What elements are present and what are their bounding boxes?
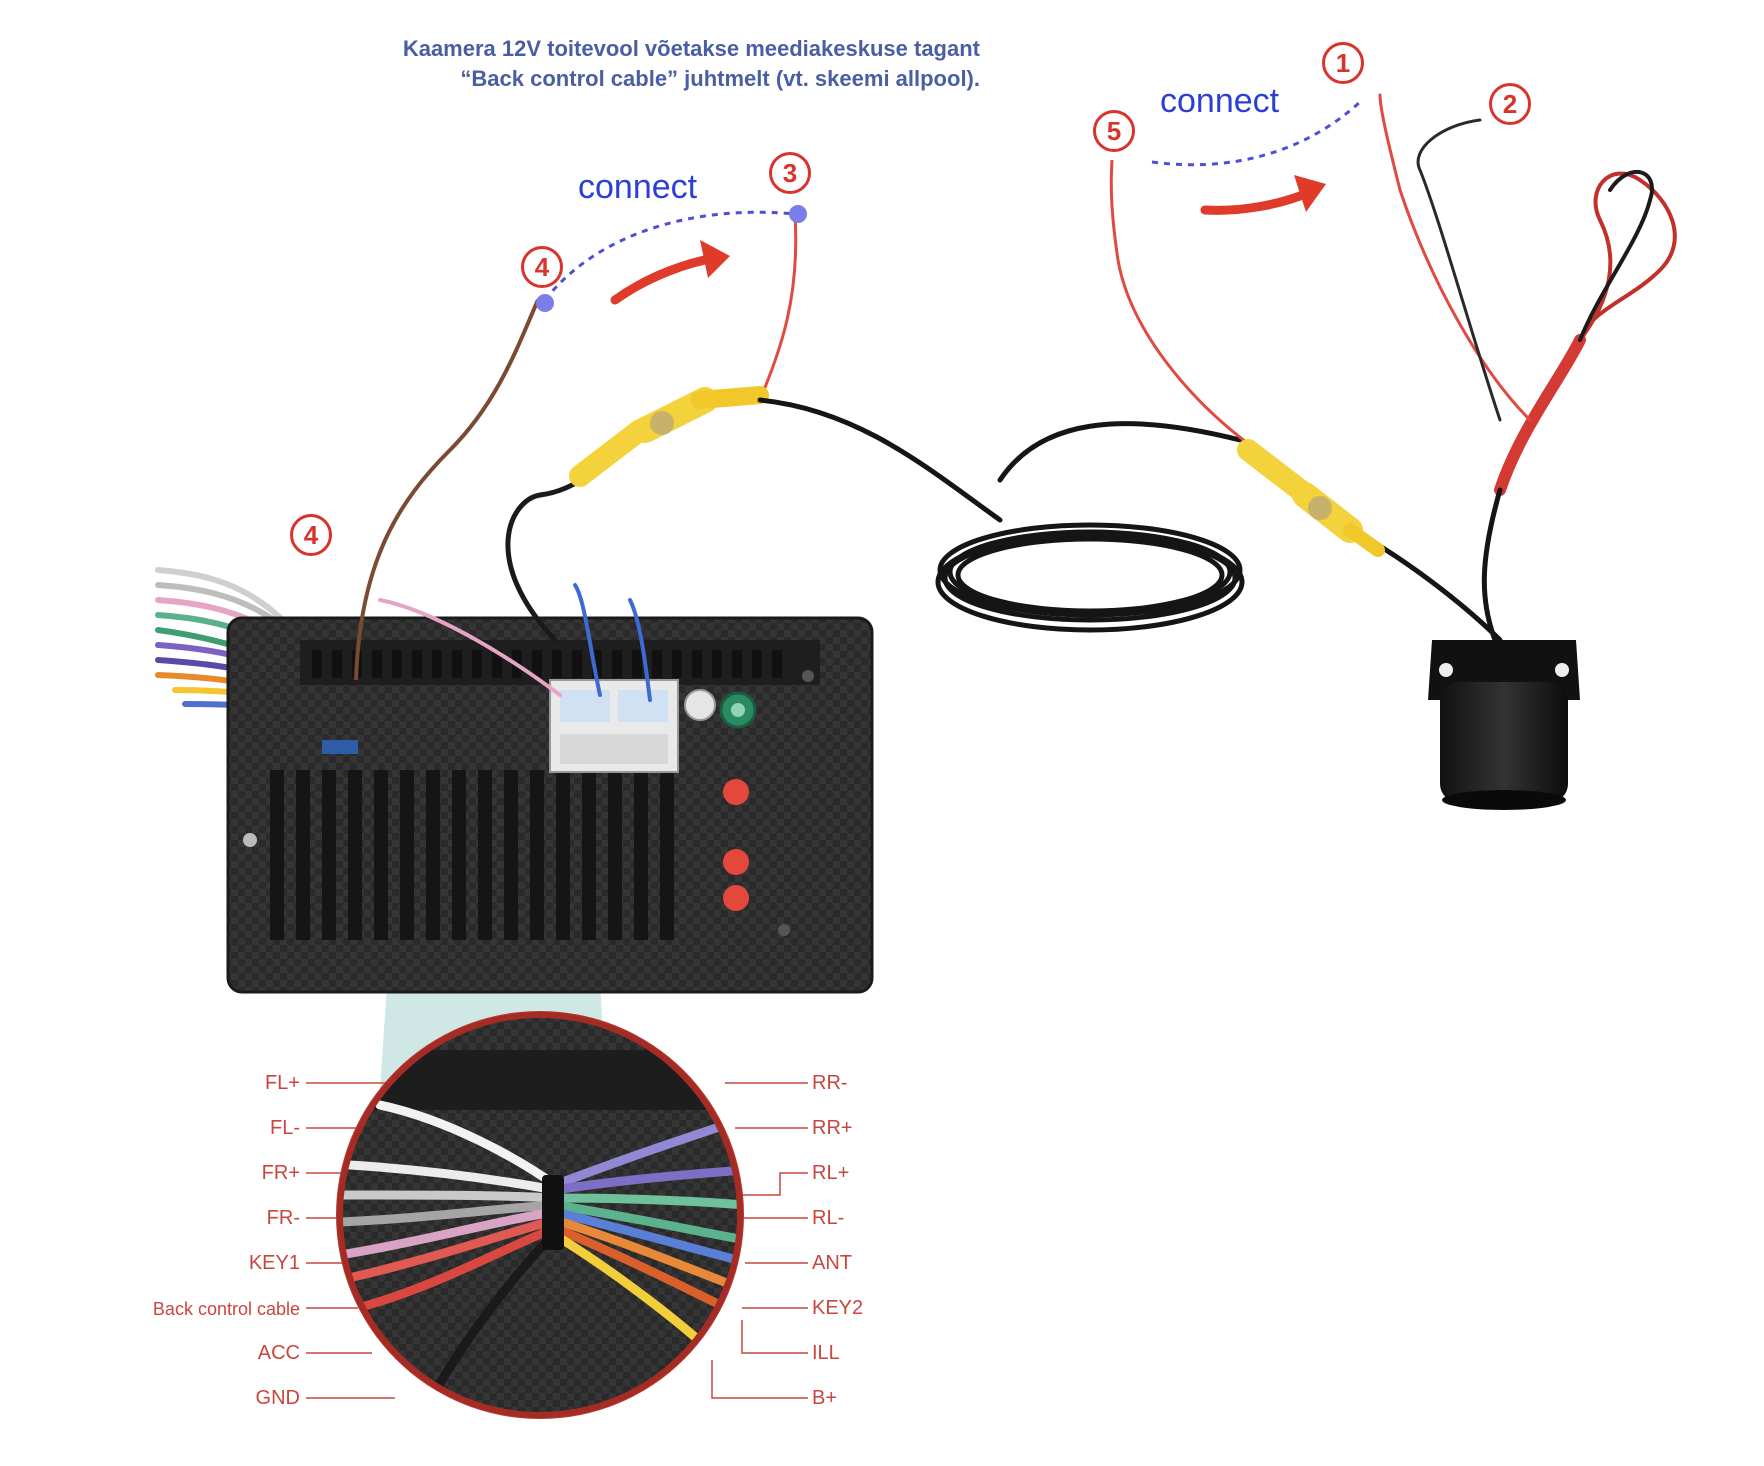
camera-extension-cable: [757, 397, 1503, 643]
connect-dashed-line-right: [1151, 98, 1364, 167]
wire-label-back-control-cable: Back control cable: [152, 1299, 300, 1319]
marker-3: 3: [769, 152, 811, 194]
connect-point-4: [536, 294, 554, 312]
wire-label-rl-minus: RL-: [812, 1207, 845, 1229]
caption-line-1: Kaamera 12V toitevool võetakse meediakes…: [402, 36, 980, 61]
rca-connector-unit: [569, 386, 769, 487]
marker-5: 5: [1093, 110, 1135, 152]
wire-label-acc: ACC: [257, 1342, 300, 1364]
marker-4-top: 4: [521, 246, 563, 288]
rear-camera: [1428, 640, 1580, 810]
arrow-right: [1200, 175, 1326, 215]
wire-label-fr-plus: FR+: [261, 1162, 300, 1184]
caption-line-2: “Back control cable” juhtmelt (vt. skeem…: [460, 66, 980, 91]
wire-label-ill: ILL: [812, 1342, 840, 1364]
wire-label-b-plus: B+: [812, 1387, 838, 1409]
wire-label-fl-plus: FL+: [264, 1072, 300, 1094]
red-wire-5: [1109, 159, 1251, 447]
connect-label-right: connect: [1160, 82, 1280, 120]
magnifier: [336, 1011, 744, 1419]
caption: Kaamera 12V toitevool võetakse meediakes…: [200, 34, 980, 94]
wire-label-key2: KEY2: [812, 1297, 864, 1319]
marker-1: 1: [1322, 42, 1364, 84]
marker-2: 2: [1489, 83, 1531, 125]
wire-label-key1: KEY1: [248, 1252, 300, 1274]
marker-4-bottom: 4: [290, 514, 332, 556]
brown-wire: [354, 299, 540, 681]
connect-dashed-line-left: [543, 210, 796, 301]
connect-label-left: connect: [578, 168, 698, 206]
camera-power-leads: [1378, 93, 1677, 643]
wire-label-gnd: GND: [255, 1387, 300, 1409]
wire-label-fr-minus: FR-: [266, 1207, 300, 1229]
red-wire-3: [758, 213, 798, 401]
wire-label-ant: ANT: [812, 1252, 852, 1274]
wire-label-rl-plus: RL+: [812, 1162, 850, 1184]
wire-label-fl-minus: FL-: [270, 1117, 300, 1139]
connect-point-3: [789, 205, 807, 223]
wire-label-rr-minus: RR-: [812, 1072, 848, 1094]
arrow-left: [610, 240, 730, 305]
rca-connector-camera: [1237, 439, 1385, 557]
head-unit: [226, 616, 874, 994]
wire-label-rr-plus: RR+: [812, 1117, 853, 1139]
